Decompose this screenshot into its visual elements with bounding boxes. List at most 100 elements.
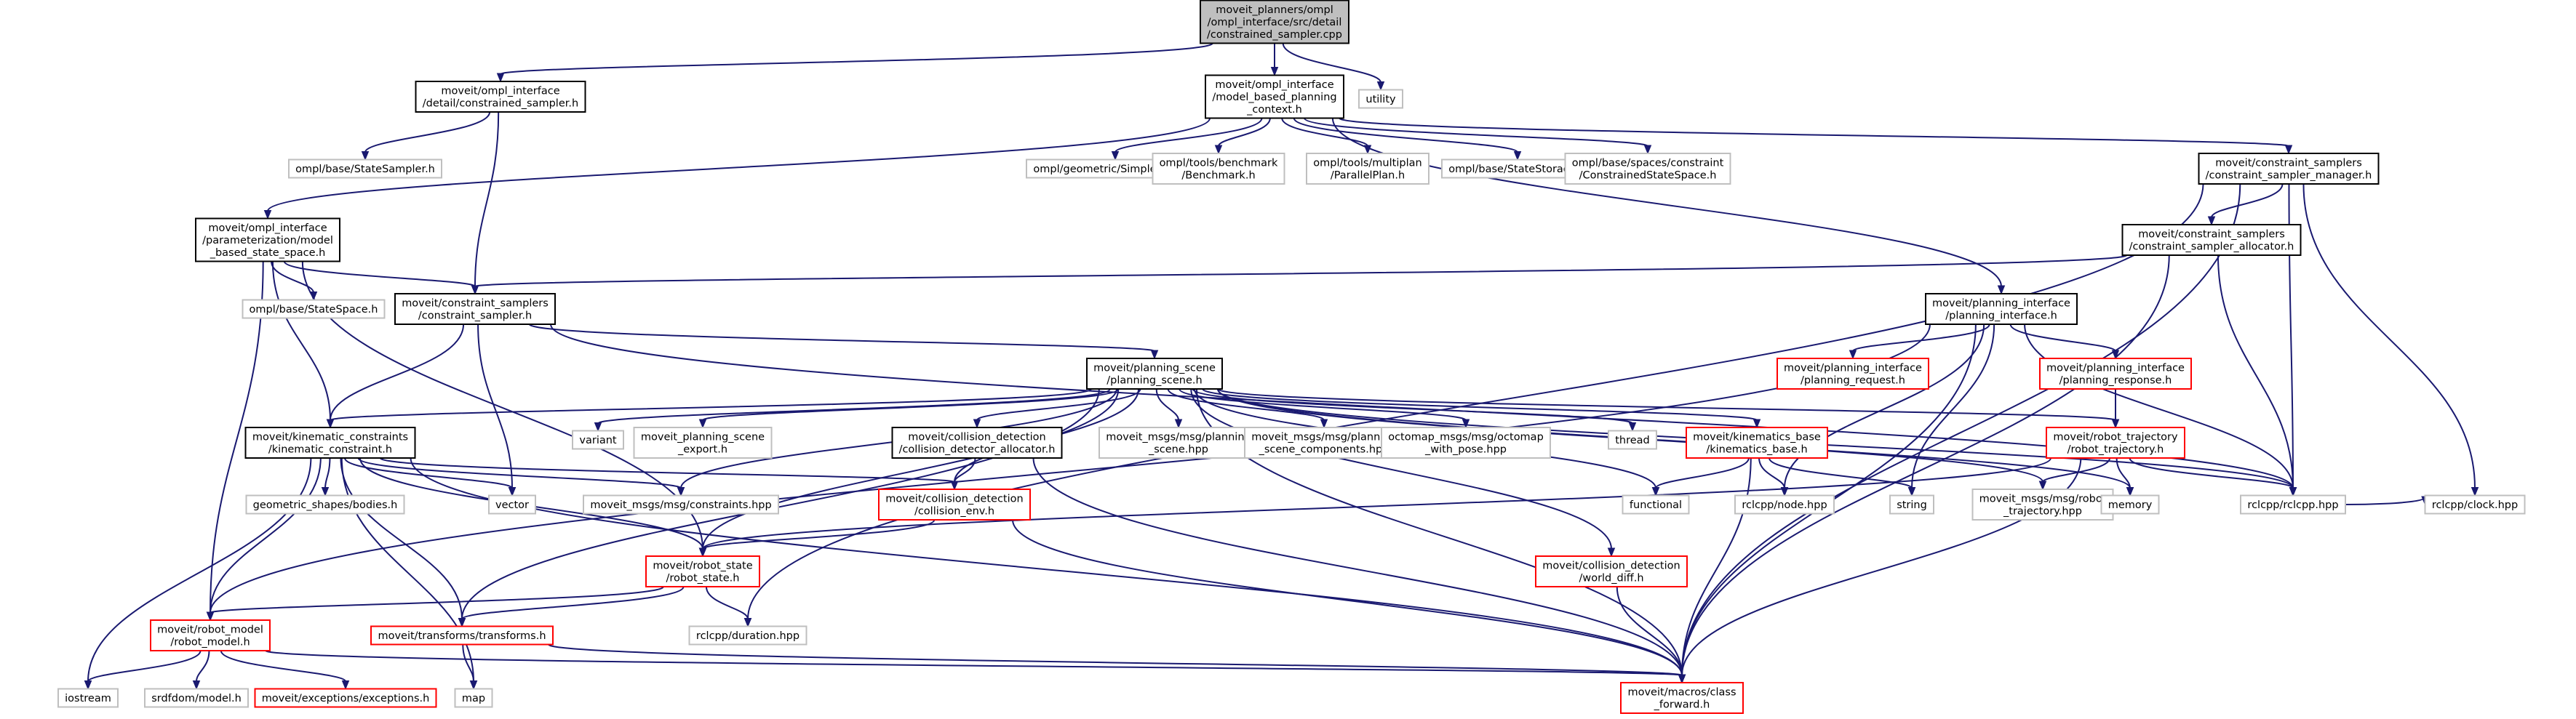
node-ps-export: moveit_planning_scene_export.h	[633, 427, 773, 459]
node-label-line: _context.h	[1246, 104, 1302, 116]
node-box	[1381, 427, 1551, 459]
edge-kinematic_constraint-to-vector	[344, 457, 517, 497]
node-transforms[interactable]: moveit/transforms/transforms.h	[370, 625, 554, 646]
node-label-line: /constraint_sampler_manager.h	[2206, 169, 2372, 181]
node-label-line: moveit_msgs/msg/planning	[1251, 431, 1396, 443]
edge-mbpc-to-simple_setup	[1111, 118, 1263, 161]
node-box	[2198, 153, 2380, 185]
node-planning-request[interactable]: moveit/planning_interface/planning_reque…	[1777, 358, 1929, 390]
node-label-line: ompl/base/spaces/constraint	[1572, 157, 1724, 169]
node-label-line: ompl/tools/multiplan	[1313, 157, 1421, 169]
node-robot-model[interactable]: moveit/robot_model/robot_model.h	[150, 619, 271, 651]
edge-robot_trajectory-to-msg_rt	[2038, 457, 2110, 491]
edge-transforms-to-class_forward	[548, 643, 1686, 684]
node-planning-interface[interactable]: moveit/planning_interface/planning_inter…	[1925, 293, 2078, 325]
edge-csm-to-csa	[2207, 183, 2284, 226]
edge-mbpc-to-planning_interface	[1331, 118, 2006, 295]
edge-world_diff-to-class_forward	[1616, 586, 1686, 684]
edge-kinematics_base-to-functional	[1651, 457, 1750, 497]
node-label-line: /planning_interface.h	[1945, 310, 2057, 321]
node-label-line: iostream	[65, 693, 111, 704]
node-param[interactable]: moveit/ompl_interface/parameterization/m…	[195, 217, 340, 262]
node-label-line: _with_pose.hpp	[1424, 443, 1507, 455]
node-label-line: moveit/planning_interface	[2046, 362, 2185, 374]
node-msg-ps: moveit_msgs/msg/planning_scene.hpp	[1098, 427, 1259, 459]
edge-planning_interface-to-planning_response	[2009, 324, 2120, 360]
node-label-line: _trajectory.hpp	[2003, 505, 2082, 517]
node-mbpc[interactable]: moveit/ompl_interface/model_based_planni…	[1205, 74, 1344, 119]
node-label-line: functional	[1630, 499, 1682, 511]
node-label-line: /robot_state.h	[666, 572, 740, 584]
edge-constraint_sampler-to-vector	[477, 324, 517, 497]
node-label-line: thread	[1615, 435, 1650, 446]
edge-robot_trajectory-to-rclcpp	[2129, 457, 2297, 497]
edge-planning_scene-to-octomap	[1179, 388, 1470, 429]
node-box	[195, 217, 340, 262]
node-box	[1889, 494, 1934, 515]
edge-planning_scene-to-ps_export	[698, 388, 1120, 429]
node-world-diff[interactable]: moveit/collision_detection/world_diff.h	[1535, 555, 1688, 587]
node-constraint-sampler[interactable]: moveit/constraint_samplers/constraint_sa…	[394, 293, 556, 325]
node-benchmark: ompl/tools/benchmark/Benchmark.h	[1152, 153, 1285, 185]
node-box	[1971, 489, 2114, 521]
node-kinematics-base[interactable]: moveit/kinematics_base/kinematics_base.h	[1686, 427, 1828, 459]
node-box	[242, 299, 386, 319]
edge-param-to-constraint_sampler	[283, 260, 479, 295]
node-class-forward[interactable]: moveit/macros/class_forward.h	[1620, 682, 1744, 714]
edge-csa-to-class_forward	[1678, 254, 2170, 684]
node-box	[57, 688, 119, 708]
node-vector: vector	[488, 494, 536, 515]
node-box	[633, 427, 773, 459]
node-box	[1358, 89, 1403, 109]
node-planning-response[interactable]: moveit/planning_interface/planning_respo…	[2039, 358, 2192, 390]
node-label-line: _scene.hpp	[1148, 443, 1208, 455]
node-label-line: /ompl_interface/src/detail	[1208, 17, 1342, 28]
node-msg-rt: moveit_msgs/msg/robot_trajectory.hpp	[1971, 489, 2114, 521]
node-box	[2240, 494, 2346, 515]
node-exceptions[interactable]: moveit/exceptions/exceptions.h	[254, 688, 437, 708]
node-rclcpp: rclcpp/rclcpp.hpp	[2240, 494, 2346, 515]
node-box	[1205, 74, 1344, 119]
edge-csa-to-constraint_sampler	[471, 254, 2128, 295]
node-box	[2424, 494, 2526, 515]
node-robot-state[interactable]: moveit/robot_state/robot_state.h	[645, 555, 760, 587]
node-box	[1306, 153, 1429, 185]
node-label-line: moveit/collision_detection	[885, 493, 1023, 505]
node-kinematic-constraint[interactable]: moveit/kinematic_constraints/kinematic_c…	[244, 427, 416, 459]
edge-planning_scene-to-msg_ps	[1155, 388, 1183, 429]
node-label-line: /planning_scene.h	[1106, 374, 1202, 386]
node-planning-scene[interactable]: moveit/planning_scene/planning_scene.h	[1086, 358, 1223, 390]
node-duration: rclcpp/duration.hpp	[688, 625, 808, 646]
edge-robot_trajectory-to-memory	[2116, 457, 2134, 497]
node-box	[415, 81, 586, 113]
node-robot-trajectory[interactable]: moveit/robot_trajectory/robot_trajectory…	[2046, 427, 2185, 459]
node-cd-alloc[interactable]: moveit/collision_detection/collision_det…	[891, 427, 1063, 459]
node-clock: rclcpp/clock.hpp	[2424, 494, 2526, 515]
node-label-line: /world_diff.h	[1579, 572, 1643, 584]
node-box	[1608, 430, 1657, 450]
edge-robot_model-to-exceptions	[220, 650, 350, 690]
node-collision-env[interactable]: moveit/collision_detection/collision_env…	[878, 489, 1031, 521]
node-label-line: /robot_trajectory.h	[2067, 443, 2164, 455]
node-constrained-ss: ompl/base/spaces/constraint/ConstrainedS…	[1564, 153, 1731, 185]
node-cs-h[interactable]: moveit/ompl_interface/detail/constrained…	[415, 81, 586, 113]
node-csm[interactable]: moveit/constraint_samplers/constraint_sa…	[2198, 153, 2380, 185]
nodes-layer: moveit_planners/ompl/ompl_interface/src/…	[57, 0, 2526, 714]
node-box	[1086, 358, 1223, 390]
node-box	[2100, 494, 2160, 515]
node-box	[878, 489, 1031, 521]
node-octomap: octomap_msgs/msg/octomap_with_pose.hpp	[1381, 427, 1551, 459]
node-label-line: ompl/base/StateStorage.h	[1448, 164, 1586, 175]
node-label-line: geometric_shapes/bodies.h	[253, 499, 398, 511]
node-box	[144, 688, 249, 708]
node-label-line: /collision_detector_allocator.h	[899, 443, 1056, 455]
node-label-line: ompl/base/StateSampler.h	[295, 164, 435, 175]
node-srdfdom: srdfdom/model.h	[144, 688, 249, 708]
node-csa[interactable]: moveit/constraint_samplers/constraint_sa…	[2121, 224, 2302, 256]
edge-cs_h-to-constraint_sampler	[471, 111, 500, 295]
node-box	[688, 625, 808, 646]
node-root[interactable]: moveit_planners/ompl/ompl_interface/src/…	[1200, 0, 1349, 44]
node-label-line: map	[462, 693, 485, 704]
node-box	[2121, 224, 2302, 256]
node-label-line: moveit/robot_state	[653, 560, 752, 571]
